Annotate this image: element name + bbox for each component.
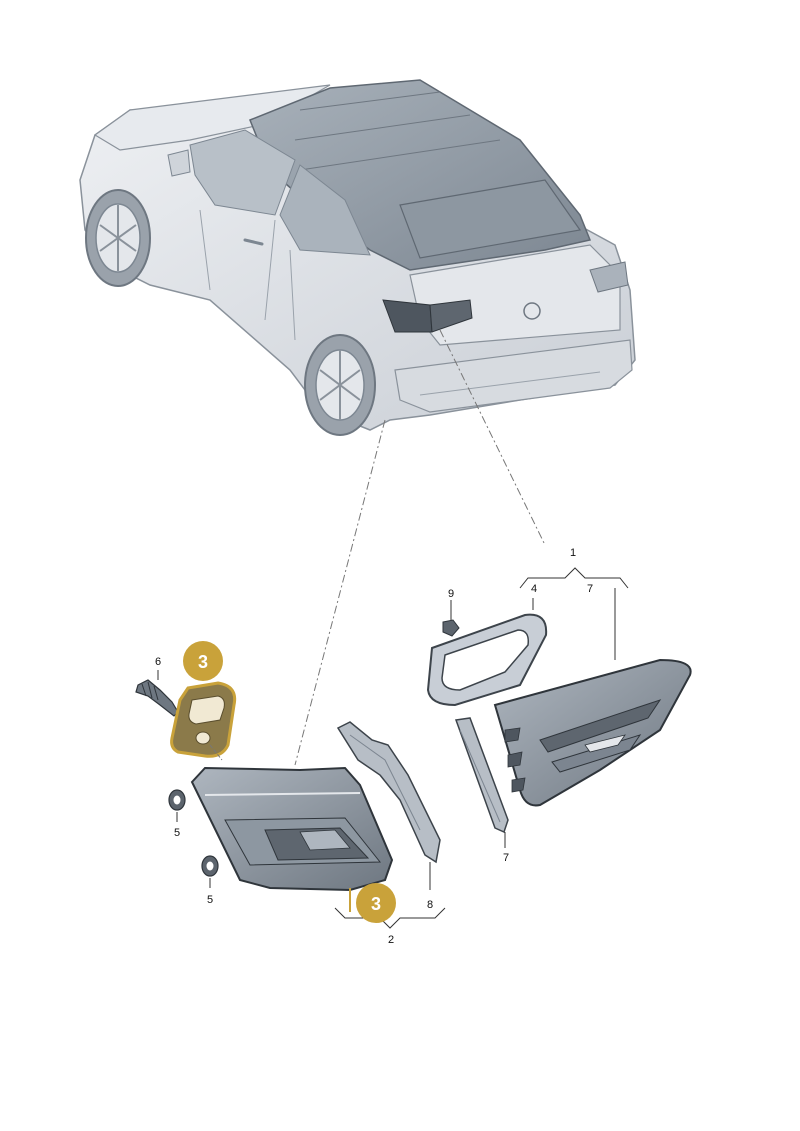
car-tail-lamp-right: [589, 261, 629, 293]
door-handle: [243, 238, 264, 246]
part-7-inner-tail-lamp: [493, 658, 692, 807]
callout-line-inner-lamp: [439, 329, 546, 546]
side-window-rear: [279, 164, 371, 256]
car-tail-lamp-inner: [429, 299, 473, 333]
badge-top-label: 3: [198, 652, 208, 672]
door-lines: [199, 209, 296, 341]
bumper-line: [419, 371, 601, 396]
label-part-4: 4: [531, 583, 537, 595]
rear-wheel: [304, 334, 376, 436]
bracket-part-1: [519, 567, 629, 660]
part-9-nut: [442, 600, 460, 637]
rear-window: [399, 179, 582, 259]
part-6-bulb-socket: [135, 670, 179, 717]
vw-logo-icon: [523, 302, 541, 320]
label-part-5-lower: 5: [207, 894, 213, 906]
bracket-part-2: [334, 907, 446, 929]
label-part-2: 2: [388, 934, 394, 946]
front-wheel: [85, 189, 151, 287]
callout-line-outer-lamp: [294, 419, 386, 766]
part-4-gasket: [426, 613, 548, 707]
label-part-8: 8: [427, 899, 433, 911]
label-part-6: 6: [155, 656, 161, 668]
highlight-badge-top[interactable]: 3: [183, 641, 223, 681]
rear-bumper: [394, 339, 633, 413]
part-3-seal-highlighted: [170, 681, 237, 761]
part-5-grommet-upper: [168, 789, 186, 822]
label-part-7-bottom: 7: [503, 852, 509, 864]
part-2-outer-tail-lamp: [190, 766, 394, 892]
side-window-front: [189, 129, 296, 216]
label-part-7-top: 7: [587, 583, 593, 595]
side-mirror: [167, 149, 191, 177]
label-part-1: 1: [570, 547, 576, 559]
part-5-grommet-lower: [201, 855, 219, 888]
label-part-5-upper: 5: [174, 827, 180, 839]
part-8-bracket: [336, 721, 441, 890]
part-7-trim-strip: [454, 717, 509, 848]
highlight-badge-bottom[interactable]: 3: [356, 883, 396, 923]
label-part-9: 9: [448, 588, 454, 600]
roof-seams: [294, 91, 501, 171]
vehicle-illustration: [79, 79, 636, 436]
badge-bottom-label: 3: [371, 894, 381, 914]
